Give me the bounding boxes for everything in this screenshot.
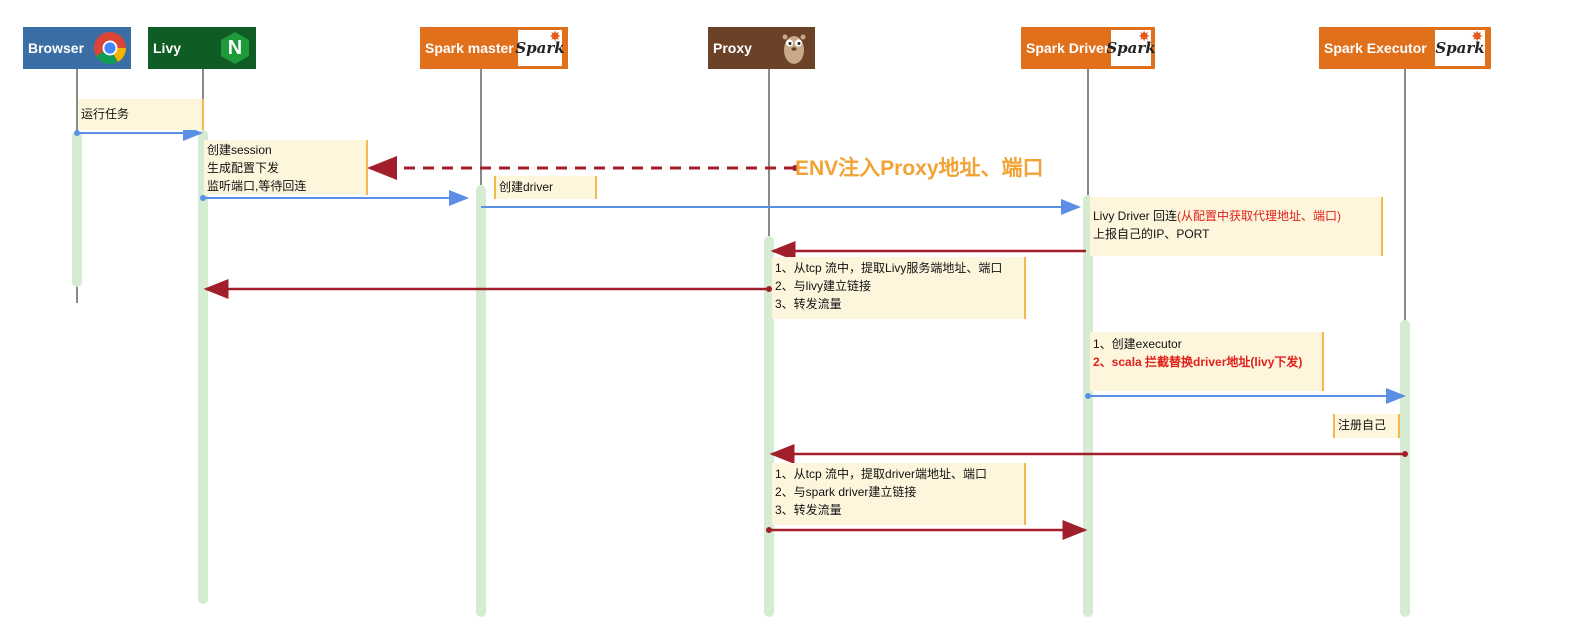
participant-browser: Browser (23, 27, 131, 69)
note-create-executor: 1、创建executor 2、scala 拦截替换driver地址(livy下发… (1090, 332, 1324, 391)
activation-browser (72, 131, 82, 287)
activation-spark-executor (1400, 320, 1410, 617)
nginx-n-letter: N (227, 36, 243, 59)
msg-origin-dot (1402, 451, 1408, 457)
msg-origin-dot (74, 130, 80, 136)
participant-label: Spark master (425, 40, 514, 56)
participant-spark-master: Spark master Spark ✸ (420, 27, 568, 69)
nginx-n-icon: N (217, 30, 253, 66)
participant-spark-driver: Spark Driver Spark ✸ (1021, 27, 1156, 69)
note-proxy-livy: 1、从tcp 流中，提取Livy服务端地址、端口 2、与livy建立链接 3、转… (772, 257, 1026, 319)
activation-spark-driver (1083, 195, 1093, 617)
participant-label: Livy (153, 40, 182, 56)
activation-livy (198, 130, 208, 604)
spark-star-icon: ✸ (549, 28, 561, 44)
msg-origin-dot (766, 286, 772, 292)
activation-proxy (764, 236, 774, 617)
participant-label: Proxy (713, 40, 752, 56)
spark-logo-icon: Spark ✸ (1106, 28, 1156, 66)
msg-origin-dot (1085, 393, 1091, 399)
msg-origin-dot (792, 165, 798, 171)
msg-origin-dot (766, 527, 772, 533)
note-driver-callback: Livy Driver 回连(从配置中获取代理地址、端口) 上报自己的IP、PO… (1090, 197, 1383, 256)
note-run-task: 运行任务 (78, 99, 204, 130)
note-proxy-driver: 1、从tcp 流中，提取driver端地址、端口 2、与spark driver… (772, 463, 1026, 525)
participant-label: Browser (28, 40, 85, 56)
participant-label: Spark Driver (1026, 40, 1110, 56)
participant-label: Spark Executor (1324, 40, 1427, 56)
spark-star-icon: ✸ (1138, 28, 1150, 44)
spark-logo-icon: Spark ✸ (515, 28, 565, 66)
participant-livy: Livy N (148, 27, 256, 69)
gopher-icon (776, 30, 812, 66)
participant-spark-executor: Spark Executor Spark ✸ (1319, 27, 1491, 69)
note-create-driver: 创建driver (494, 176, 597, 199)
env-inject-label: ENV注入Proxy地址、端口 (795, 157, 1044, 180)
note-livy-create-session: 创建session 生成配置下发 监听端口,等待回连 (204, 140, 368, 195)
participant-proxy: Proxy (708, 27, 815, 69)
chrome-icon (92, 30, 128, 66)
msg-origin-dot (200, 195, 206, 201)
spark-logo-icon: Spark ✸ (1435, 28, 1485, 66)
note-register-self: 注册自己 (1333, 414, 1400, 438)
activation-spark-master (476, 185, 486, 617)
spark-star-icon: ✸ (1471, 28, 1483, 44)
